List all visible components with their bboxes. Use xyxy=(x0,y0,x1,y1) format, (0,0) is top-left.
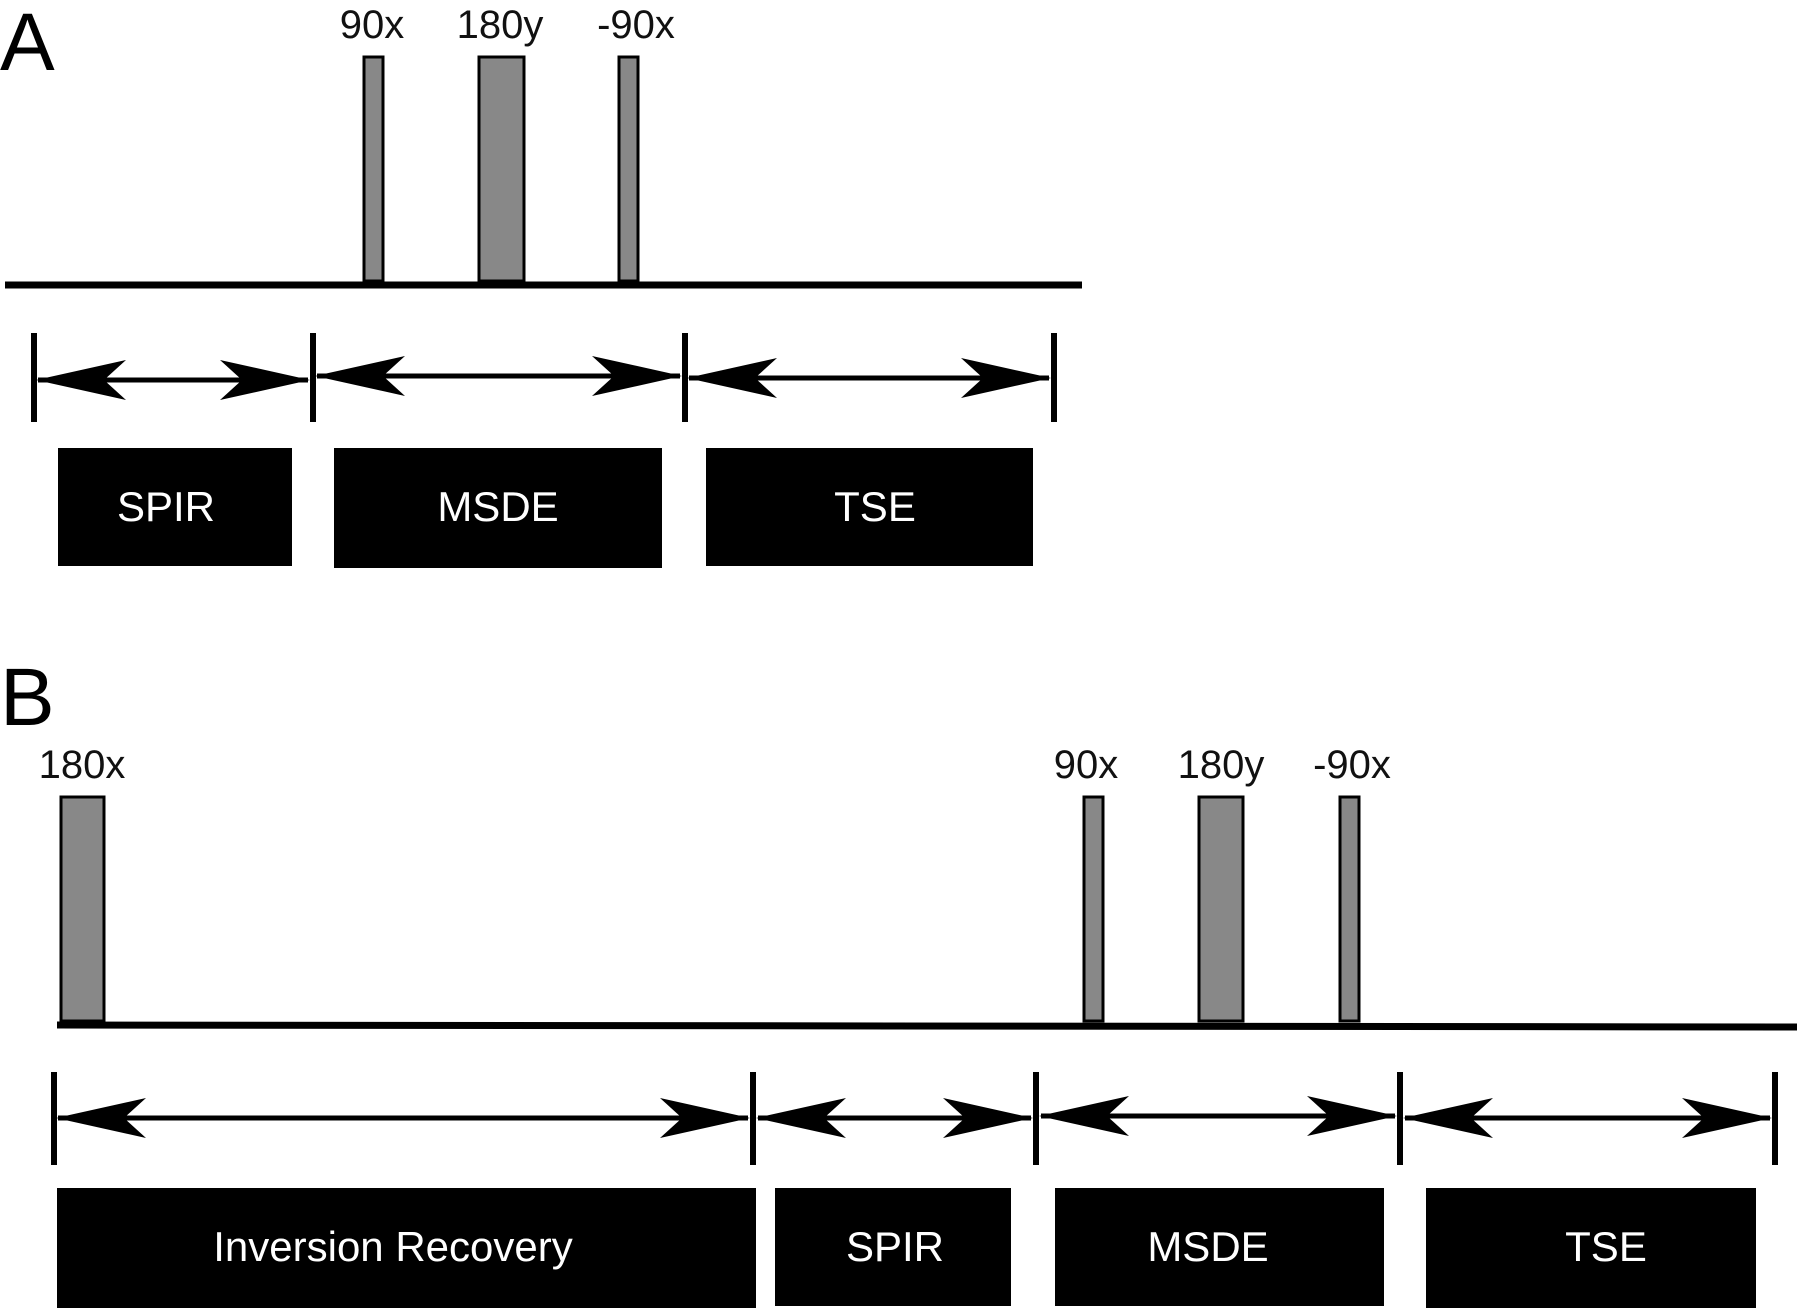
panel-a-letter: A xyxy=(0,0,55,88)
panel-b-pulse-label-90x: 90x xyxy=(1054,743,1119,787)
panel-a-label-tse: TSE xyxy=(834,483,916,530)
panel-b-pulse-180y xyxy=(1197,795,1245,1023)
panel-b-pulse-label-180y: 180y xyxy=(1178,743,1265,787)
panel-b-box-msde xyxy=(1055,1188,1384,1306)
panel-b-box-inversion-recovery xyxy=(57,1188,756,1308)
panel-a-label-msde: MSDE xyxy=(437,483,558,530)
panel-b-label-spir: SPIR xyxy=(846,1223,944,1270)
panel-a-pulse-label-180y: 180y xyxy=(457,3,544,47)
panel-a: A 90x 180y -90x SPIR MSDE TSE xyxy=(0,0,1082,568)
panel-a-pulse-label-neg90x: -90x xyxy=(597,3,675,47)
panel-a-box-tse xyxy=(706,448,1033,566)
panel-b: B 180x 90x 180y -90x Inversion Recovery … xyxy=(0,652,1798,1308)
panel-a-box-spir xyxy=(58,448,292,566)
panel-b-pulse-180x xyxy=(59,795,106,1023)
panel-a-box-msde xyxy=(334,448,662,568)
panel-a-label-spir: SPIR xyxy=(117,483,215,530)
panel-b-pulse-neg90x xyxy=(1338,795,1361,1023)
panel-b-baseline xyxy=(56,1021,1798,1031)
panel-b-label-inversion-recovery: Inversion Recovery xyxy=(213,1223,572,1270)
panel-b-box-tse xyxy=(1426,1188,1756,1308)
panel-b-box-spir xyxy=(775,1188,1011,1306)
panel-b-pulse-label-neg90x: -90x xyxy=(1313,743,1391,787)
panel-b-label-tse: TSE xyxy=(1565,1223,1647,1270)
panel-b-pulse-label-180x: 180x xyxy=(39,743,126,787)
panel-a-pulse-neg90x xyxy=(617,55,640,283)
panel-a-pulse-180y xyxy=(477,55,526,283)
panel-b-pulse-90x xyxy=(1082,795,1105,1023)
panel-a-pulse-label-90x: 90x xyxy=(340,3,405,47)
panel-b-label-msde: MSDE xyxy=(1147,1223,1268,1270)
panel-a-pulse-90x xyxy=(362,55,385,283)
panel-b-letter: B xyxy=(0,652,55,743)
